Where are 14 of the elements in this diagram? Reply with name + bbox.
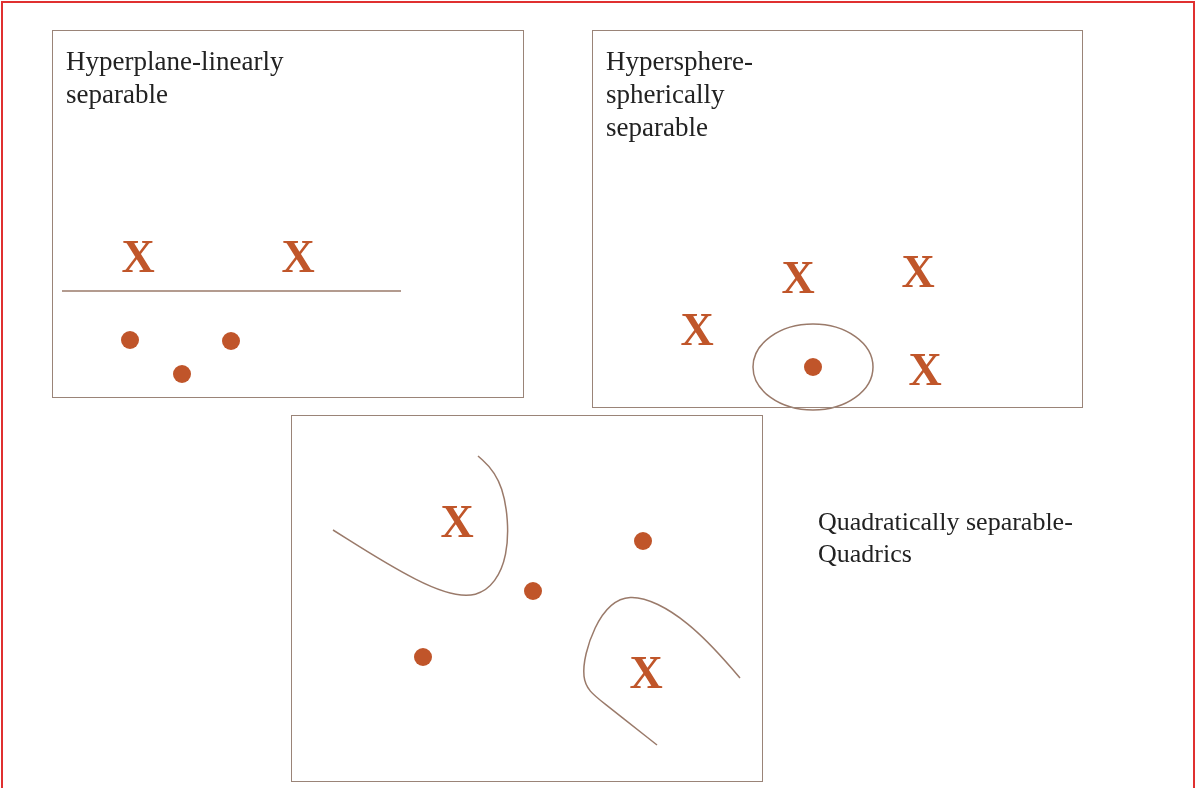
x-marker: X: [629, 650, 663, 696]
x-marker: X: [281, 234, 315, 280]
panel-box: [592, 30, 1083, 408]
x-marker: X: [440, 499, 474, 545]
panel-title: Hypersphere- spherically separable: [606, 45, 754, 144]
panel-box: [291, 415, 763, 782]
x-marker: X: [121, 234, 155, 280]
panel-caption: Quadratically separable- Quadrics: [818, 506, 1074, 570]
x-marker: X: [680, 307, 714, 353]
panel-title: Hyperplane-linearly separable: [66, 45, 285, 111]
x-marker: X: [908, 347, 942, 393]
x-marker: X: [781, 255, 815, 301]
x-marker: X: [901, 249, 935, 295]
panel-box: [52, 30, 524, 398]
